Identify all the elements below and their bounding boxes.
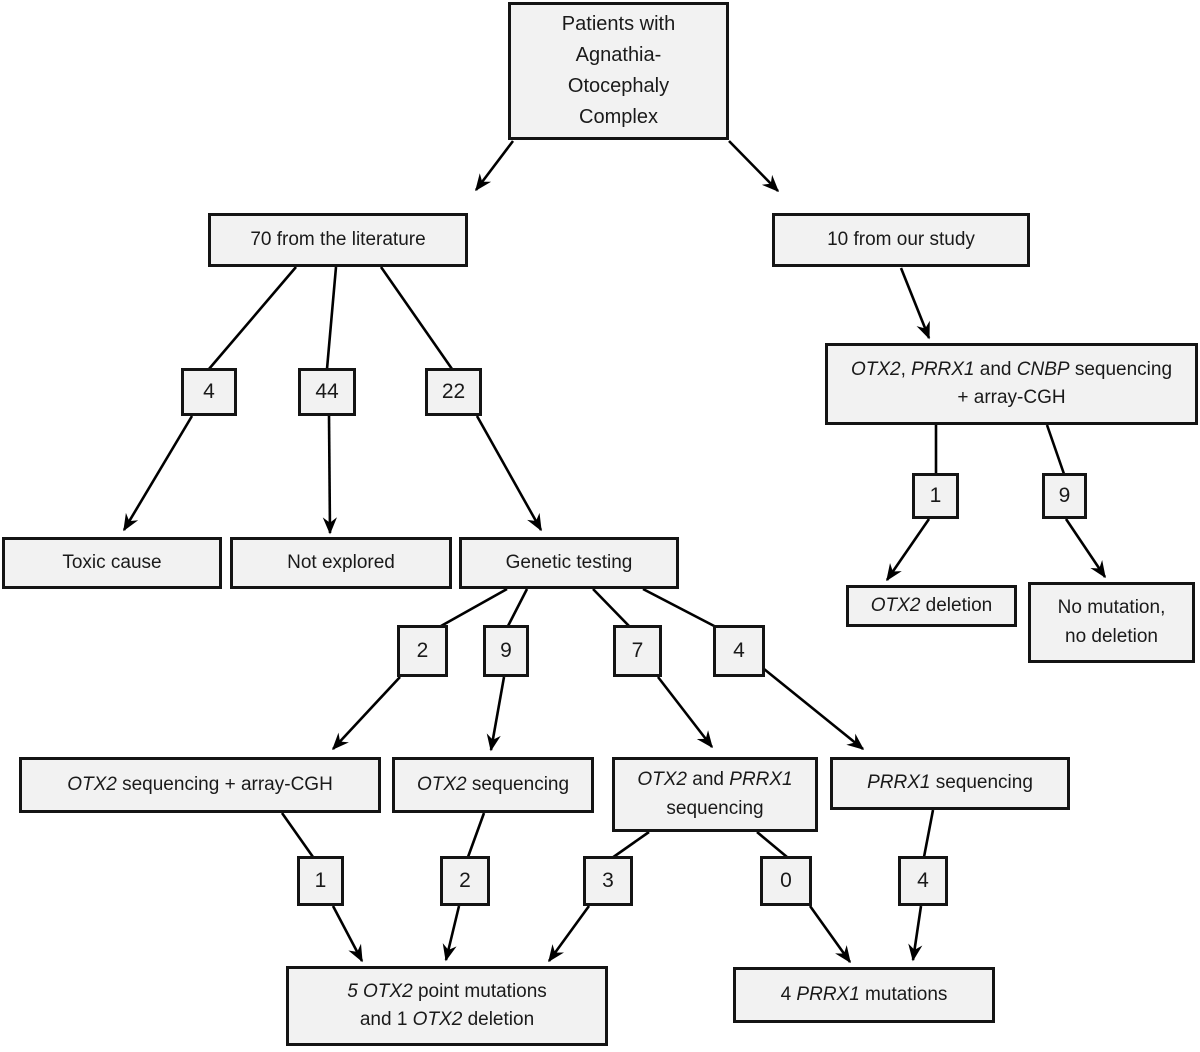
node-our-study-10: 10 from our study	[772, 213, 1030, 267]
edge-genetic-to-count4b	[642, 587, 719, 630]
node-genetic-testing-label: Genetic testing	[505, 551, 633, 573]
count-box-1-result: 1	[297, 856, 344, 906]
node-prrx1-seq-label: PRRX1 sequencing	[867, 772, 1033, 794]
count-box-2-result: 2	[440, 856, 490, 906]
node-literature-70: 70 from the literature	[208, 213, 468, 267]
edge-count22-to-genetic	[475, 415, 543, 532]
edge-count9-to-nomutation	[1064, 518, 1107, 579]
node-prrx1-mutations-result: 4 PRRX1 mutations	[733, 967, 995, 1023]
node-otx2-deletion-label: OTX2 deletion	[870, 594, 993, 616]
node-no-mutation-label: No mutation,no deletion	[1057, 597, 1166, 647]
edge-otx2prrx1-to-count0	[756, 831, 788, 858]
edge-otx2seq-to-count2	[466, 812, 486, 858]
edge-res0-to-prrx1result	[808, 905, 852, 964]
count-label: 9	[1058, 484, 1071, 508]
count-box-4-genetic: 4	[713, 625, 765, 677]
count-box-9-genetic: 9	[483, 625, 529, 677]
node-otx2-sequencing: OTX2 sequencing	[392, 757, 594, 813]
node-toxic-cause: Toxic cause	[2, 537, 222, 589]
count-label: 1	[314, 869, 327, 893]
edge-count44-to-notexplored	[322, 415, 337, 535]
edge-seqpanel-to-count9	[1045, 424, 1066, 475]
count-box-7-genetic: 7	[613, 625, 662, 677]
node-no-mutation-no-deletion: No mutation,no deletion	[1028, 582, 1195, 663]
count-box-44-literature: 44	[298, 368, 356, 416]
edge-root-to-study	[728, 140, 779, 193]
edge-count9b-to-otx2seq	[486, 676, 506, 752]
count-label: 3	[602, 869, 614, 893]
edge-res3-to-otx2result	[547, 905, 591, 963]
edge-res2-to-otx2result	[442, 905, 461, 962]
node-prrx1-result-label: 4 PRRX1 mutations	[780, 983, 948, 1005]
node-genetic-testing: Genetic testing	[459, 537, 679, 589]
count-label: 4	[733, 639, 745, 663]
edge-genetic-to-count9	[506, 588, 529, 627]
count-label: 4	[917, 869, 929, 893]
edge-lit-to-count44	[325, 266, 338, 370]
edge-otx2prrx1-to-count3	[611, 830, 650, 860]
count-label: 1	[929, 484, 942, 508]
node-otx2-seq-label: OTX2 sequencing	[416, 773, 570, 795]
node-otx2-prrx1-cnbp-sequencing: OTX2, PRRX1 and CNBP sequencing+ array-C…	[825, 343, 1198, 425]
edge-count1-to-otx2deletion	[885, 518, 931, 582]
edge-lit-to-count22	[379, 266, 454, 370]
node-otx2-sequencing-array-cgh: OTX2 sequencing + array-CGH	[19, 757, 381, 813]
edge-lit-to-count4	[208, 266, 297, 370]
count-label: 4	[203, 380, 215, 404]
node-otx2-deletion: OTX2 deletion	[846, 585, 1017, 627]
node-prrx1-sequencing: PRRX1 sequencing	[830, 757, 1070, 810]
node-not-explored: Not explored	[230, 537, 452, 589]
count-label: 22	[441, 380, 466, 404]
edge-count4b-to-prrx1seq	[763, 667, 865, 751]
count-box-9-study: 9	[1042, 473, 1087, 519]
edge-study-to-seqpanel	[899, 267, 931, 340]
node-literature-70-label: 70 from the literature	[250, 228, 426, 250]
node-toxic-cause-label: Toxic cause	[62, 551, 162, 573]
node-our-study-10-label: 10 from our study	[827, 228, 975, 250]
count-box-4-result: 4	[898, 856, 948, 906]
count-box-2-genetic: 2	[397, 625, 448, 677]
count-box-3-result: 3	[583, 856, 633, 906]
count-label: 2	[416, 639, 429, 663]
edge-count7-to-otx2prrx1	[656, 676, 714, 749]
count-label: 7	[631, 639, 644, 663]
edge-prrx1seq-to-count4	[922, 809, 935, 858]
count-label: 2	[459, 869, 471, 893]
count-box-1-study: 1	[912, 473, 959, 519]
count-label: 0	[780, 869, 792, 893]
edge-root-to-literature	[474, 140, 515, 192]
edge-res4-to-prrx1result	[908, 905, 923, 962]
edge-res1-to-otx2result	[331, 905, 364, 963]
edge-genetic-to-count2	[440, 587, 508, 628]
edge-count2-to-otx2arr	[332, 676, 401, 751]
count-label: 9	[500, 639, 512, 663]
count-box-0-result: 0	[760, 856, 812, 906]
count-box-4-literature: 4	[181, 368, 237, 416]
edge-otx2arr-to-count1	[280, 812, 315, 858]
node-otx2-seq-array-label: OTX2 sequencing + array-CGH	[67, 773, 333, 795]
node-not-explored-label: Not explored	[287, 551, 395, 573]
count-box-22-literature: 22	[425, 368, 482, 416]
edge-count4-to-toxic	[122, 415, 194, 532]
node-seq-panel-label: OTX2, PRRX1 and CNBP sequencing+ array-C…	[850, 358, 1173, 409]
count-label: 44	[315, 380, 339, 404]
edge-genetic-to-count7	[592, 588, 630, 627]
